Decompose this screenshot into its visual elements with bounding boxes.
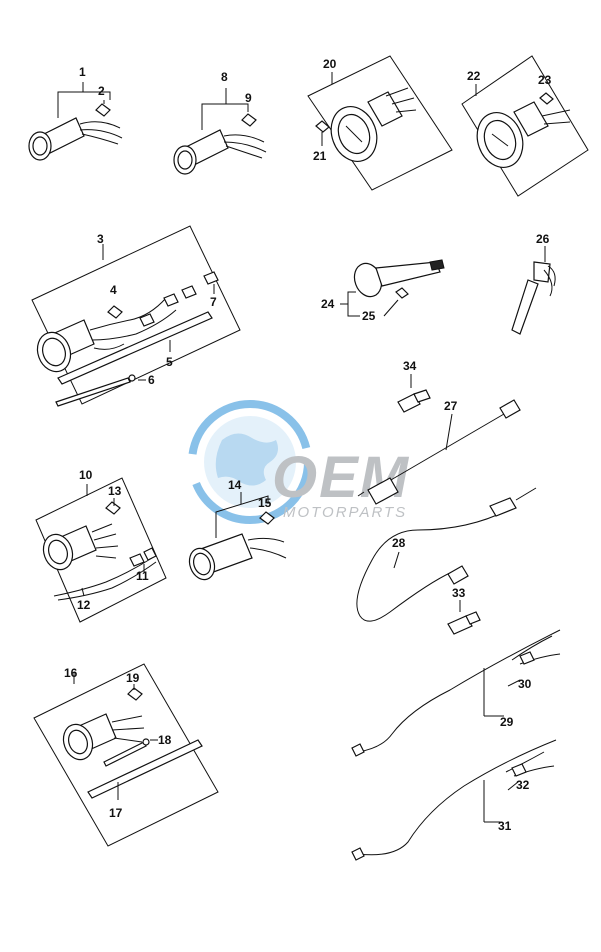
harness-31: [351, 739, 557, 861]
callout-12: 12: [77, 598, 91, 612]
trim-sender-26: [511, 261, 556, 335]
part-group-22: [461, 55, 589, 197]
callout-14: 14: [228, 478, 242, 492]
watermark-brand: OEM: [272, 445, 410, 510]
bulb-9: [241, 113, 257, 127]
bulb-25: [395, 287, 409, 299]
part-group-1: [28, 82, 123, 161]
callout-2: 2: [98, 84, 105, 98]
part-group-3: [31, 225, 241, 407]
callout-10: 10: [79, 468, 93, 482]
part-group-8: [173, 88, 267, 175]
harness-12: [53, 547, 157, 601]
callout-19: 19: [126, 671, 140, 685]
callout-17: 17: [109, 806, 123, 820]
callout-29: 29: [500, 715, 514, 729]
callout-32: 32: [516, 778, 530, 792]
watermark-tagline: MOTORPARTS: [283, 504, 407, 521]
bulb-7: [203, 271, 219, 285]
bar-5: [57, 311, 213, 385]
gauge-10: [42, 523, 119, 571]
gauge-14: [188, 533, 287, 581]
bulb-19: [127, 687, 143, 701]
part-group-20: [307, 55, 453, 191]
callout-6: 6: [148, 373, 155, 387]
callout-28: 28: [392, 536, 406, 550]
part-group-27: [357, 374, 521, 505]
gauge-22: [476, 101, 571, 168]
part-group-16: [33, 663, 219, 847]
bulb-13: [105, 501, 121, 515]
callout-21: 21: [313, 149, 327, 163]
callout-1: 1: [79, 65, 86, 79]
gauge-8: [173, 129, 267, 175]
part-group-24: [340, 259, 445, 317]
bulb-4: [107, 305, 123, 319]
cable-27: [357, 399, 521, 505]
bulb-21: [315, 120, 330, 133]
part-group-28: [356, 487, 537, 635]
harness-29: [351, 629, 561, 757]
callout-4: 4: [110, 283, 117, 297]
cable-28: [356, 487, 537, 622]
bulb-2: [95, 103, 111, 117]
bulb-23: [539, 92, 554, 105]
gauge-24: [353, 259, 445, 298]
callout-16: 16: [64, 666, 78, 680]
callout-24: 24: [321, 297, 335, 311]
fitting-34: [397, 389, 431, 413]
callout-23: 23: [538, 73, 552, 87]
callout-27: 27: [444, 399, 458, 413]
callout-31: 31: [498, 819, 512, 833]
callout-18: 18: [158, 733, 172, 747]
callout-15: 15: [258, 496, 272, 510]
part-group-14: [188, 492, 287, 581]
callout-7: 7: [210, 295, 217, 309]
callout-34: 34: [403, 359, 417, 373]
callout-5: 5: [166, 355, 173, 369]
bar-17: [87, 739, 203, 799]
callout-33: 33: [452, 586, 466, 600]
callout-13: 13: [108, 484, 122, 498]
part-group-10: [35, 477, 167, 623]
callout-25: 25: [362, 309, 376, 323]
gauge-16: [62, 713, 145, 761]
gauge-1: [28, 117, 123, 161]
part-group-29: [351, 629, 561, 757]
globe-icon: [188, 400, 312, 524]
part-group-31: [351, 739, 557, 861]
callout-22: 22: [467, 69, 481, 83]
probe-18: [103, 738, 150, 767]
fitting-33: [447, 611, 481, 635]
callout-20: 20: [323, 57, 337, 71]
callout-3: 3: [97, 232, 104, 246]
callout-26: 26: [536, 232, 550, 246]
bulb-15: [259, 511, 275, 525]
callout-11: 11: [136, 569, 149, 583]
callout-8: 8: [221, 70, 228, 84]
callout-9: 9: [245, 91, 252, 105]
gauge-3: [36, 285, 197, 373]
probe-6: [55, 374, 136, 407]
gauge-20: [330, 87, 417, 162]
callout-30: 30: [518, 677, 532, 691]
part-group-26: [511, 246, 556, 335]
watermark: OEM MOTORPARTS: [188, 400, 410, 524]
